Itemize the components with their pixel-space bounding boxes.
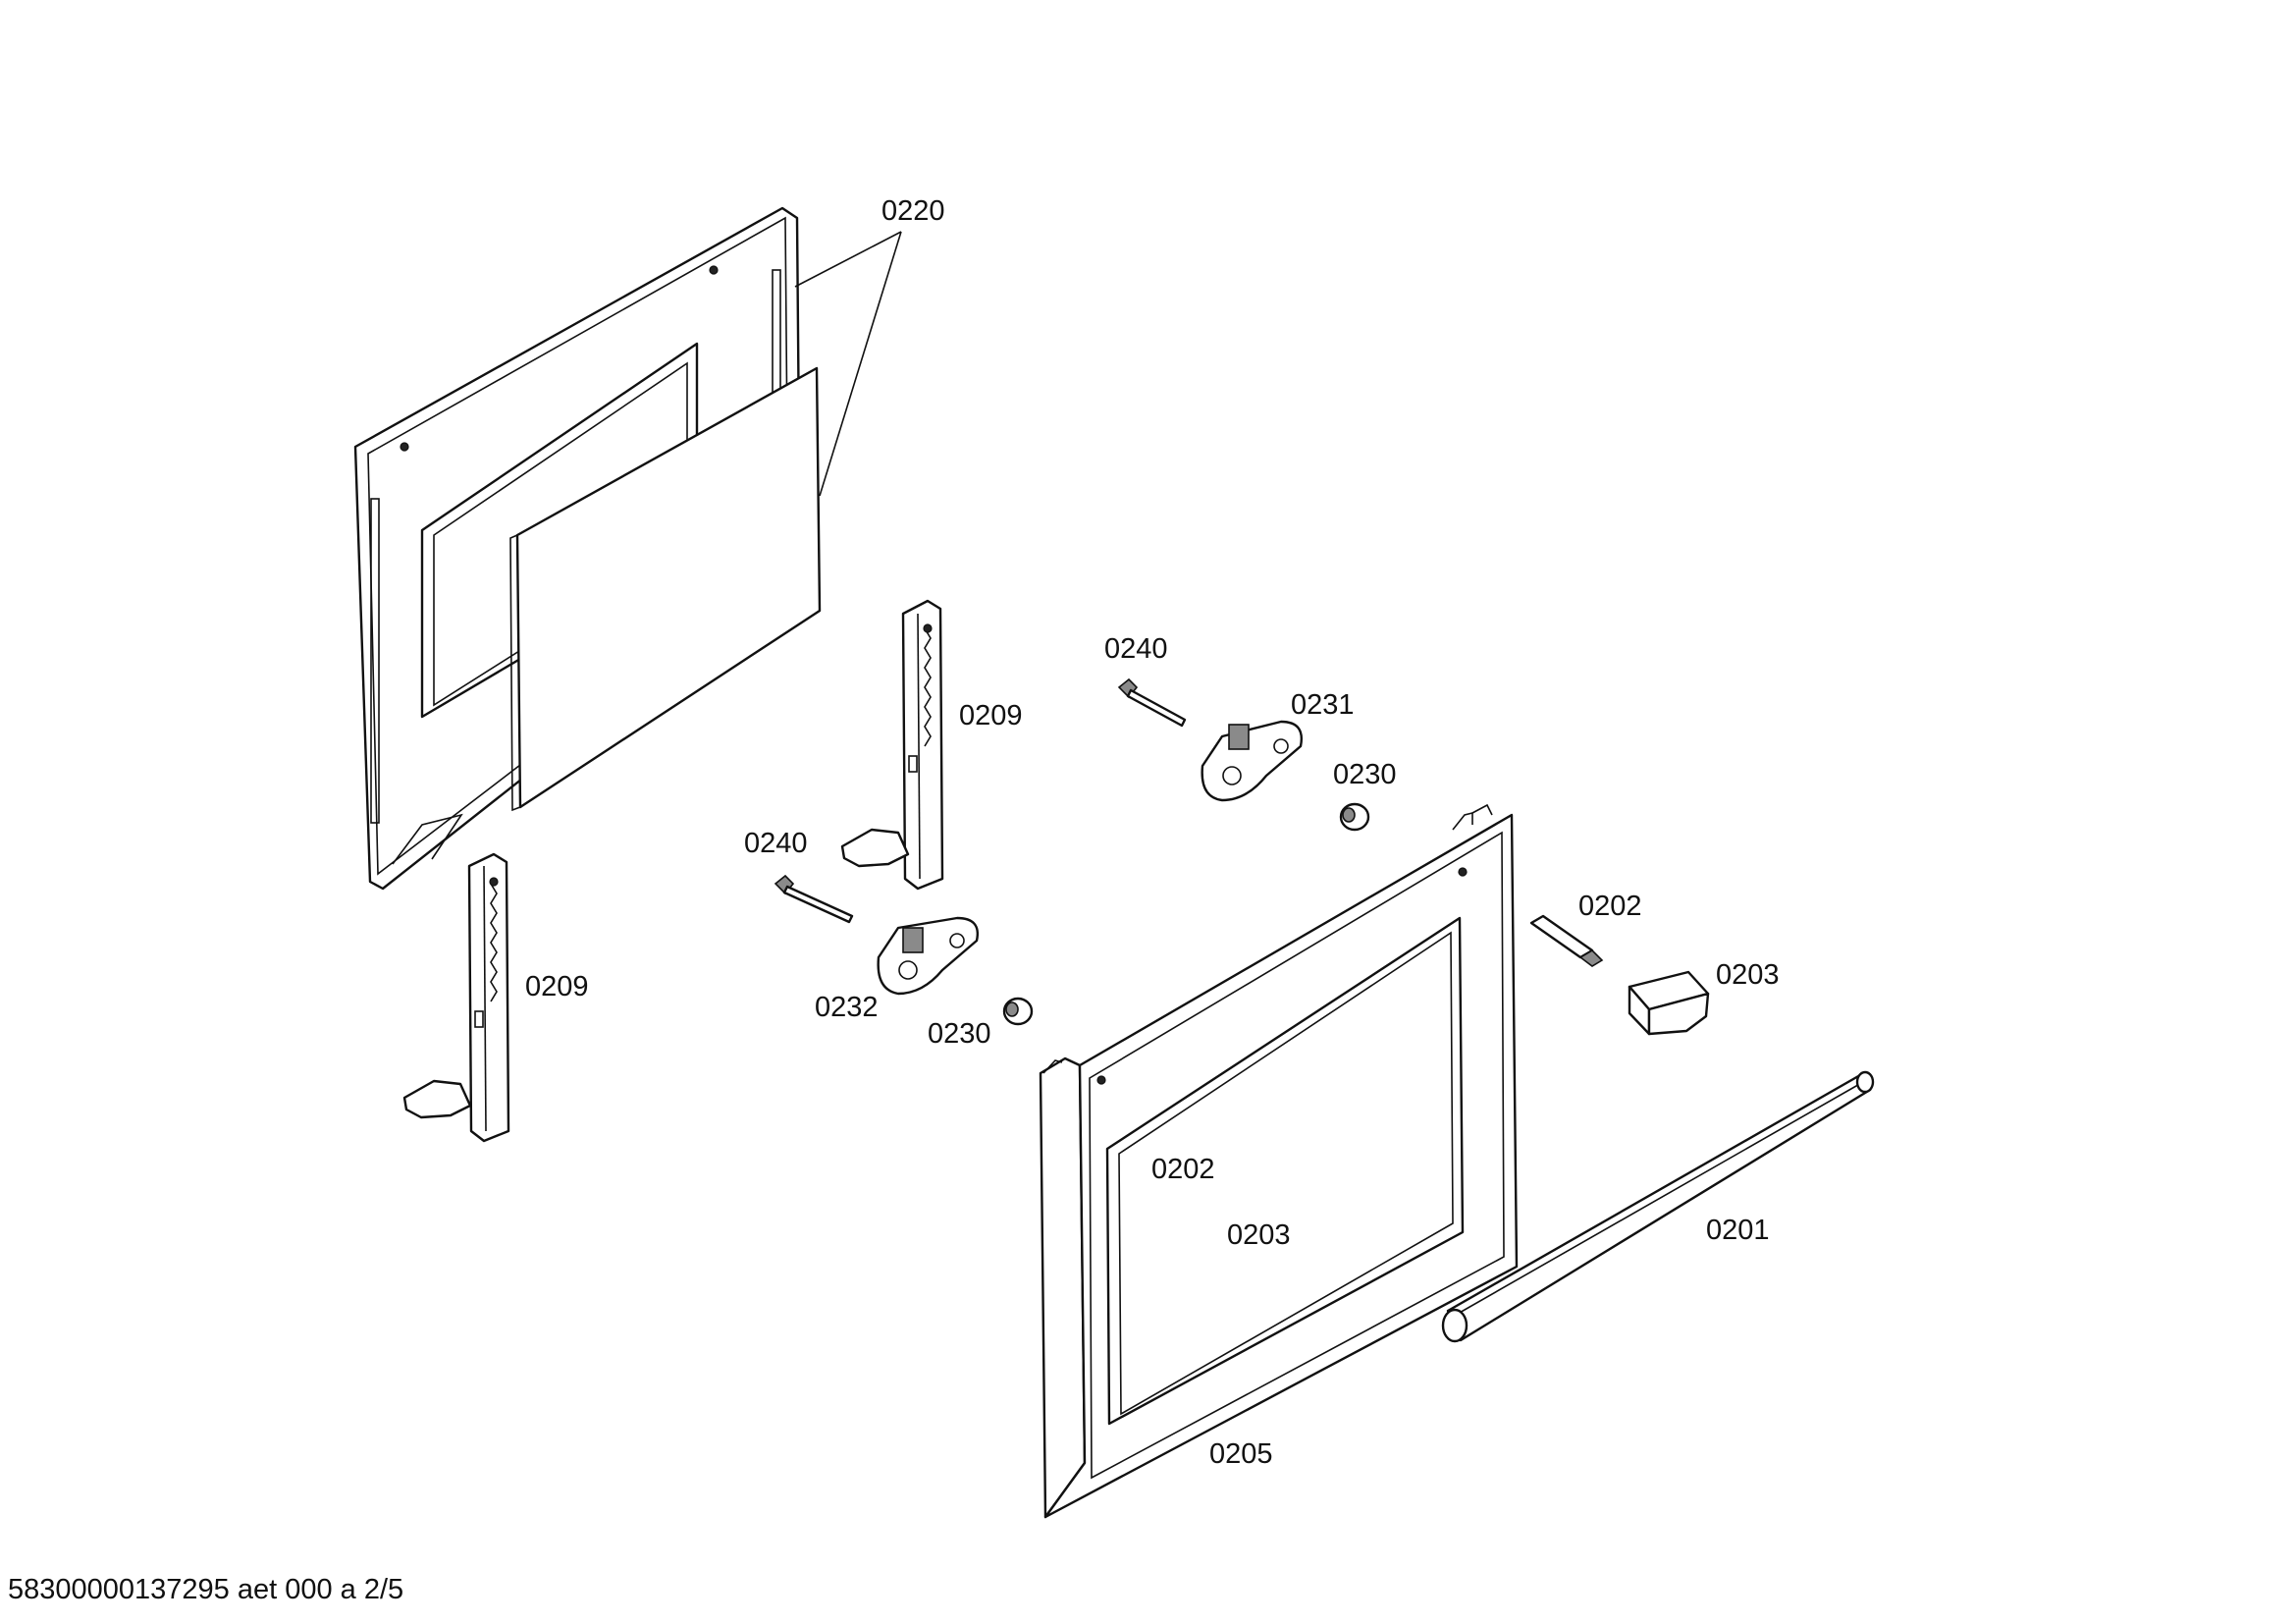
bracket-upper xyxy=(1201,720,1303,802)
label-0202-lower: 0202 xyxy=(1151,1154,1215,1185)
bracket-lower xyxy=(877,916,979,996)
label-0232: 0232 xyxy=(815,992,879,1023)
hinge-right xyxy=(840,599,944,891)
screw-lower xyxy=(774,874,854,924)
label-0230-lower: 0230 xyxy=(928,1018,991,1050)
leader-lines xyxy=(794,231,902,497)
label-0209-right: 0209 xyxy=(959,700,1023,731)
label-0203-lower: 0203 xyxy=(1227,1219,1291,1251)
screw-upper xyxy=(1117,677,1187,728)
label-0201: 0201 xyxy=(1706,1215,1770,1246)
hinge-left xyxy=(402,852,510,1143)
outer-door-frame xyxy=(1039,803,1519,1519)
handle-bar xyxy=(1441,1070,1875,1343)
glass-plate xyxy=(509,366,822,812)
pin-upper xyxy=(1529,914,1604,967)
label-0203-upper: 0203 xyxy=(1716,959,1780,991)
document-footer: 58300000137295 aet 000 a 2/5 xyxy=(8,1574,403,1605)
label-0220: 0220 xyxy=(881,195,945,227)
label-0231: 0231 xyxy=(1291,689,1355,721)
label-0205: 0205 xyxy=(1209,1438,1273,1470)
buffer-upper xyxy=(1339,802,1370,832)
clip-upper xyxy=(1628,970,1710,1036)
label-0230-upper: 0230 xyxy=(1333,759,1397,790)
label-0202-upper: 0202 xyxy=(1578,891,1642,922)
buffer-lower xyxy=(1002,997,1034,1026)
label-0240-upper: 0240 xyxy=(1104,633,1168,665)
label-0209-left: 0209 xyxy=(525,971,589,1002)
label-0240-lower: 0240 xyxy=(744,828,808,859)
